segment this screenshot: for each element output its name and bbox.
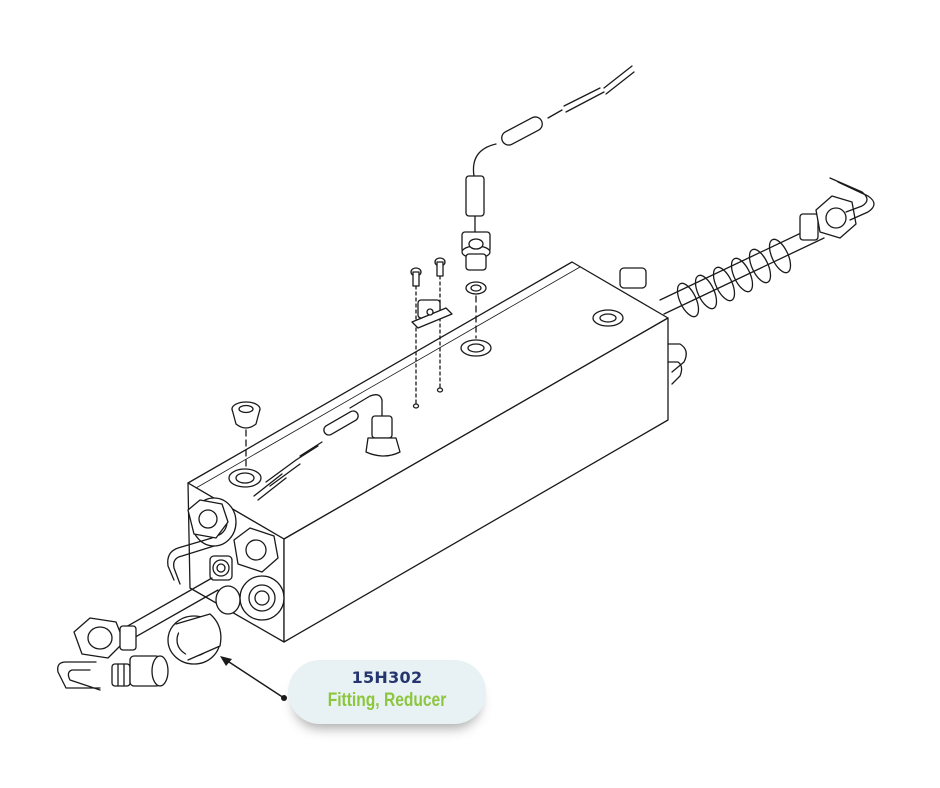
callout-leader-arrow (220, 656, 287, 701)
small-adapter (112, 656, 168, 686)
left-bent-end (58, 662, 100, 690)
top-port-center (461, 340, 491, 356)
front-port-lower (240, 576, 284, 620)
reducer-fitting (168, 614, 221, 664)
hex-nut-right (234, 528, 278, 572)
front-fitting-stack (210, 556, 232, 580)
pipe-plug (232, 402, 260, 468)
thermocouple-probe (350, 395, 400, 456)
screw-left (411, 268, 421, 408)
left-hex-nut (74, 618, 136, 658)
center-fitting (462, 232, 490, 270)
back-fitting (620, 268, 686, 384)
hex-nut-upper-left (188, 500, 228, 538)
part-number: 15H302 (351, 668, 423, 687)
thermostat (412, 300, 452, 328)
front-bent-tube (168, 538, 214, 584)
cable-sleeve-upper (499, 66, 634, 148)
center-washer (466, 282, 486, 294)
part-callout: 15H302 Fitting, Reducer (288, 660, 486, 724)
cable-probe-sleeve (466, 144, 496, 232)
thermocouple-wire-left (254, 409, 360, 500)
spring-coil (673, 236, 795, 319)
right-hex-nut (800, 196, 856, 240)
front-port-mid (216, 586, 240, 614)
right-tube (660, 224, 824, 314)
part-description: Fitting, Reducer (327, 690, 447, 711)
top-port-left (229, 469, 261, 487)
top-port-right (593, 310, 623, 326)
screw-right (435, 258, 445, 392)
right-bent-end (830, 178, 874, 220)
